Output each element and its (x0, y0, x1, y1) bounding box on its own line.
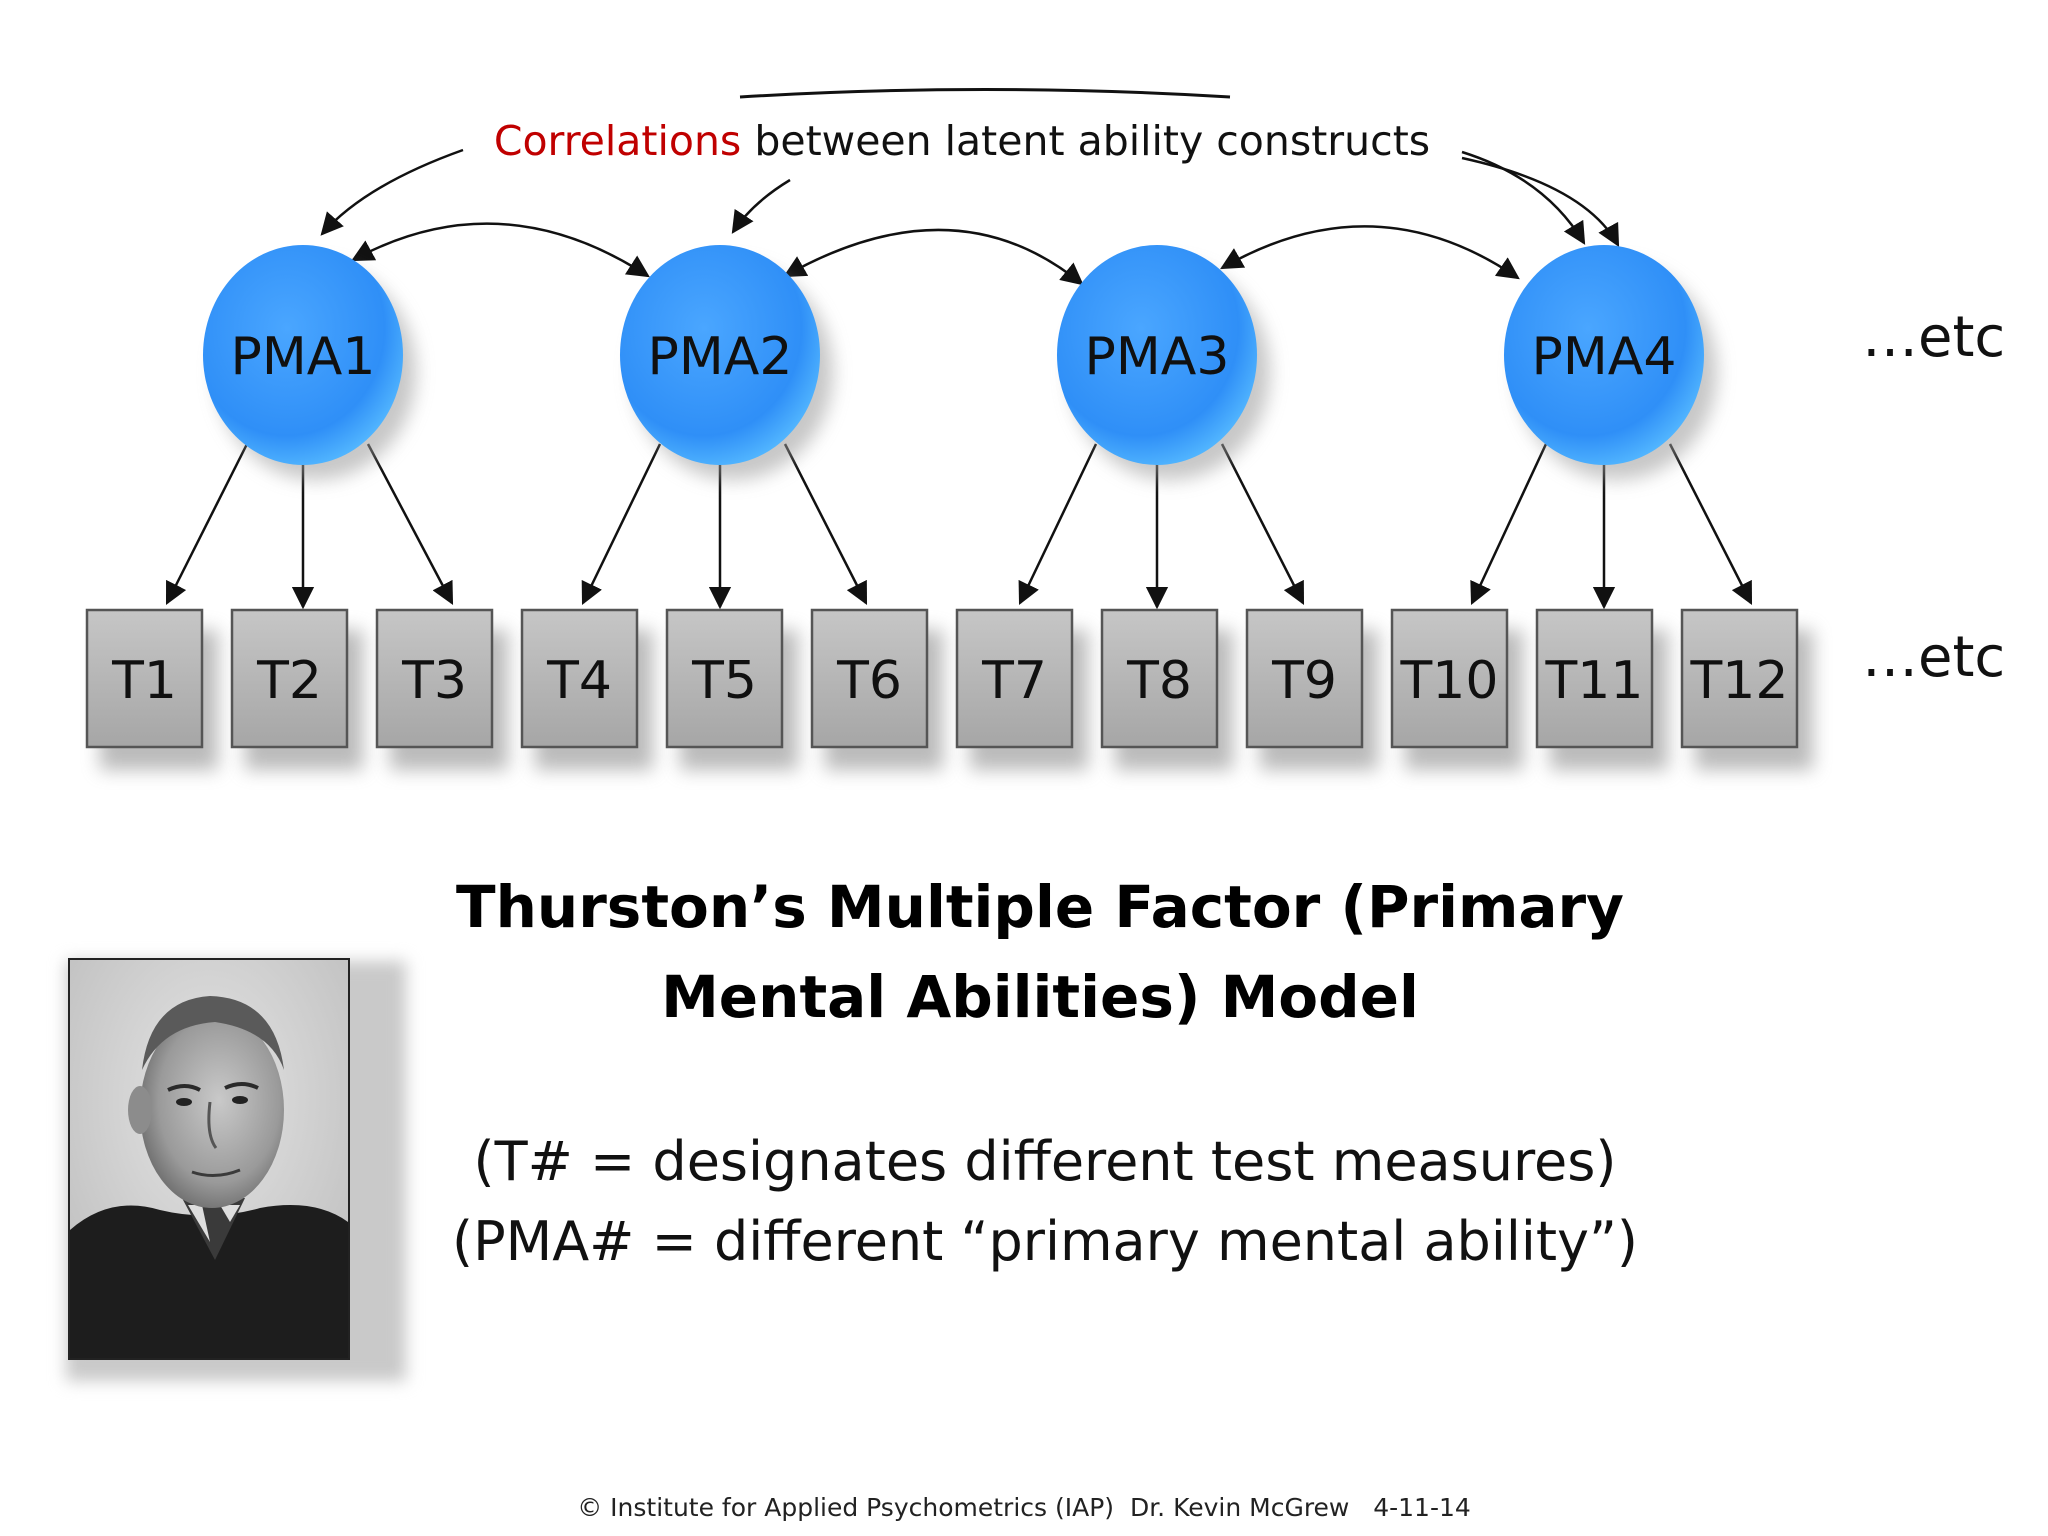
title-line-2: Mental Abilities) Model (661, 963, 1419, 1031)
portrait-photo-icon (68, 958, 350, 1360)
test-box-t5: T5 (665, 608, 798, 770)
test-label: T4 (546, 651, 612, 711)
factor-node-pma3: PMA3 (1057, 245, 1270, 480)
test-label: T7 (981, 651, 1047, 711)
loading-arrow (581, 443, 662, 606)
correlation-rest: between latent ability constructs (741, 117, 1430, 165)
loading-arrow (366, 443, 454, 605)
loading-arrow (1668, 443, 1753, 606)
test-label: T5 (691, 651, 757, 711)
note-arrow-pma4-b (1461, 156, 1620, 247)
test-label: T8 (1126, 651, 1192, 711)
loading-arrow (1470, 443, 1548, 606)
footer-credit: © Institute for Applied Psychometrics (I… (577, 1493, 1471, 1522)
factor-node-pma2: PMA2 (620, 245, 833, 480)
test-label: T2 (256, 651, 322, 711)
factor-label: PMA3 (1085, 327, 1230, 387)
loading-arrow (1220, 443, 1305, 606)
note-arrow-pma4-a (1461, 150, 1586, 245)
test-label: T11 (1545, 651, 1644, 711)
tests-etc-label: …etc (1862, 625, 2006, 690)
correlation-highlight: Correlations (494, 117, 741, 165)
test-box-t10: T10 (1390, 608, 1523, 770)
test-label: T3 (401, 651, 467, 711)
test-box-t4: T4 (520, 608, 653, 770)
note-arrow-pma2 (731, 178, 791, 234)
factors-etc-label: …etc (1862, 305, 2006, 370)
legend-line-1: (T# = designates different test measures… (473, 1130, 1617, 1193)
test-box-t3: T3 (375, 608, 508, 770)
corr-arc-2-3 (783, 228, 1084, 286)
test-box-t2: T2 (230, 608, 363, 770)
legend-line-2: (PMA# = different “primary mental abilit… (452, 1210, 1638, 1273)
test-box-t6: T6 (810, 608, 943, 770)
loading-arrow (783, 443, 868, 606)
corr-arc-3-4 (1220, 225, 1520, 280)
factor-node-pma4: PMA4 (1504, 245, 1717, 480)
factor-node-pma1: PMA1 (203, 245, 416, 480)
test-label: T10 (1400, 651, 1499, 711)
test-box-t7: T7 (955, 608, 1088, 770)
loading-arrow (1018, 443, 1098, 606)
test-label: T1 (111, 651, 177, 711)
title-line-1: Thurston’s Multiple Factor (Primary (456, 873, 1624, 941)
factor-label: PMA1 (231, 327, 376, 387)
top-correlation-curve (739, 88, 1231, 99)
corr-arc-1-2 (351, 222, 650, 278)
note-arrow-pma1 (320, 148, 464, 236)
factor-label: PMA4 (1532, 327, 1677, 387)
factor-label: PMA2 (648, 327, 793, 387)
correlation-note: Correlations between latent ability cons… (494, 117, 1430, 165)
factor-diagram: Correlations between latent ability cons… (85, 88, 1813, 770)
test-label: T9 (1271, 651, 1337, 711)
loading-arrow (165, 443, 249, 606)
test-label: T6 (836, 651, 902, 711)
portrait-frame (40, 935, 430, 1425)
test-label: T12 (1690, 651, 1789, 711)
test-box-t8: T8 (1100, 608, 1233, 770)
test-box-t12: T12 (1680, 608, 1813, 770)
loading-arrows (165, 443, 1753, 610)
test-box-t9: T9 (1245, 608, 1378, 770)
test-box-t11: T11 (1535, 608, 1668, 770)
test-box-t1: T1 (85, 608, 218, 770)
